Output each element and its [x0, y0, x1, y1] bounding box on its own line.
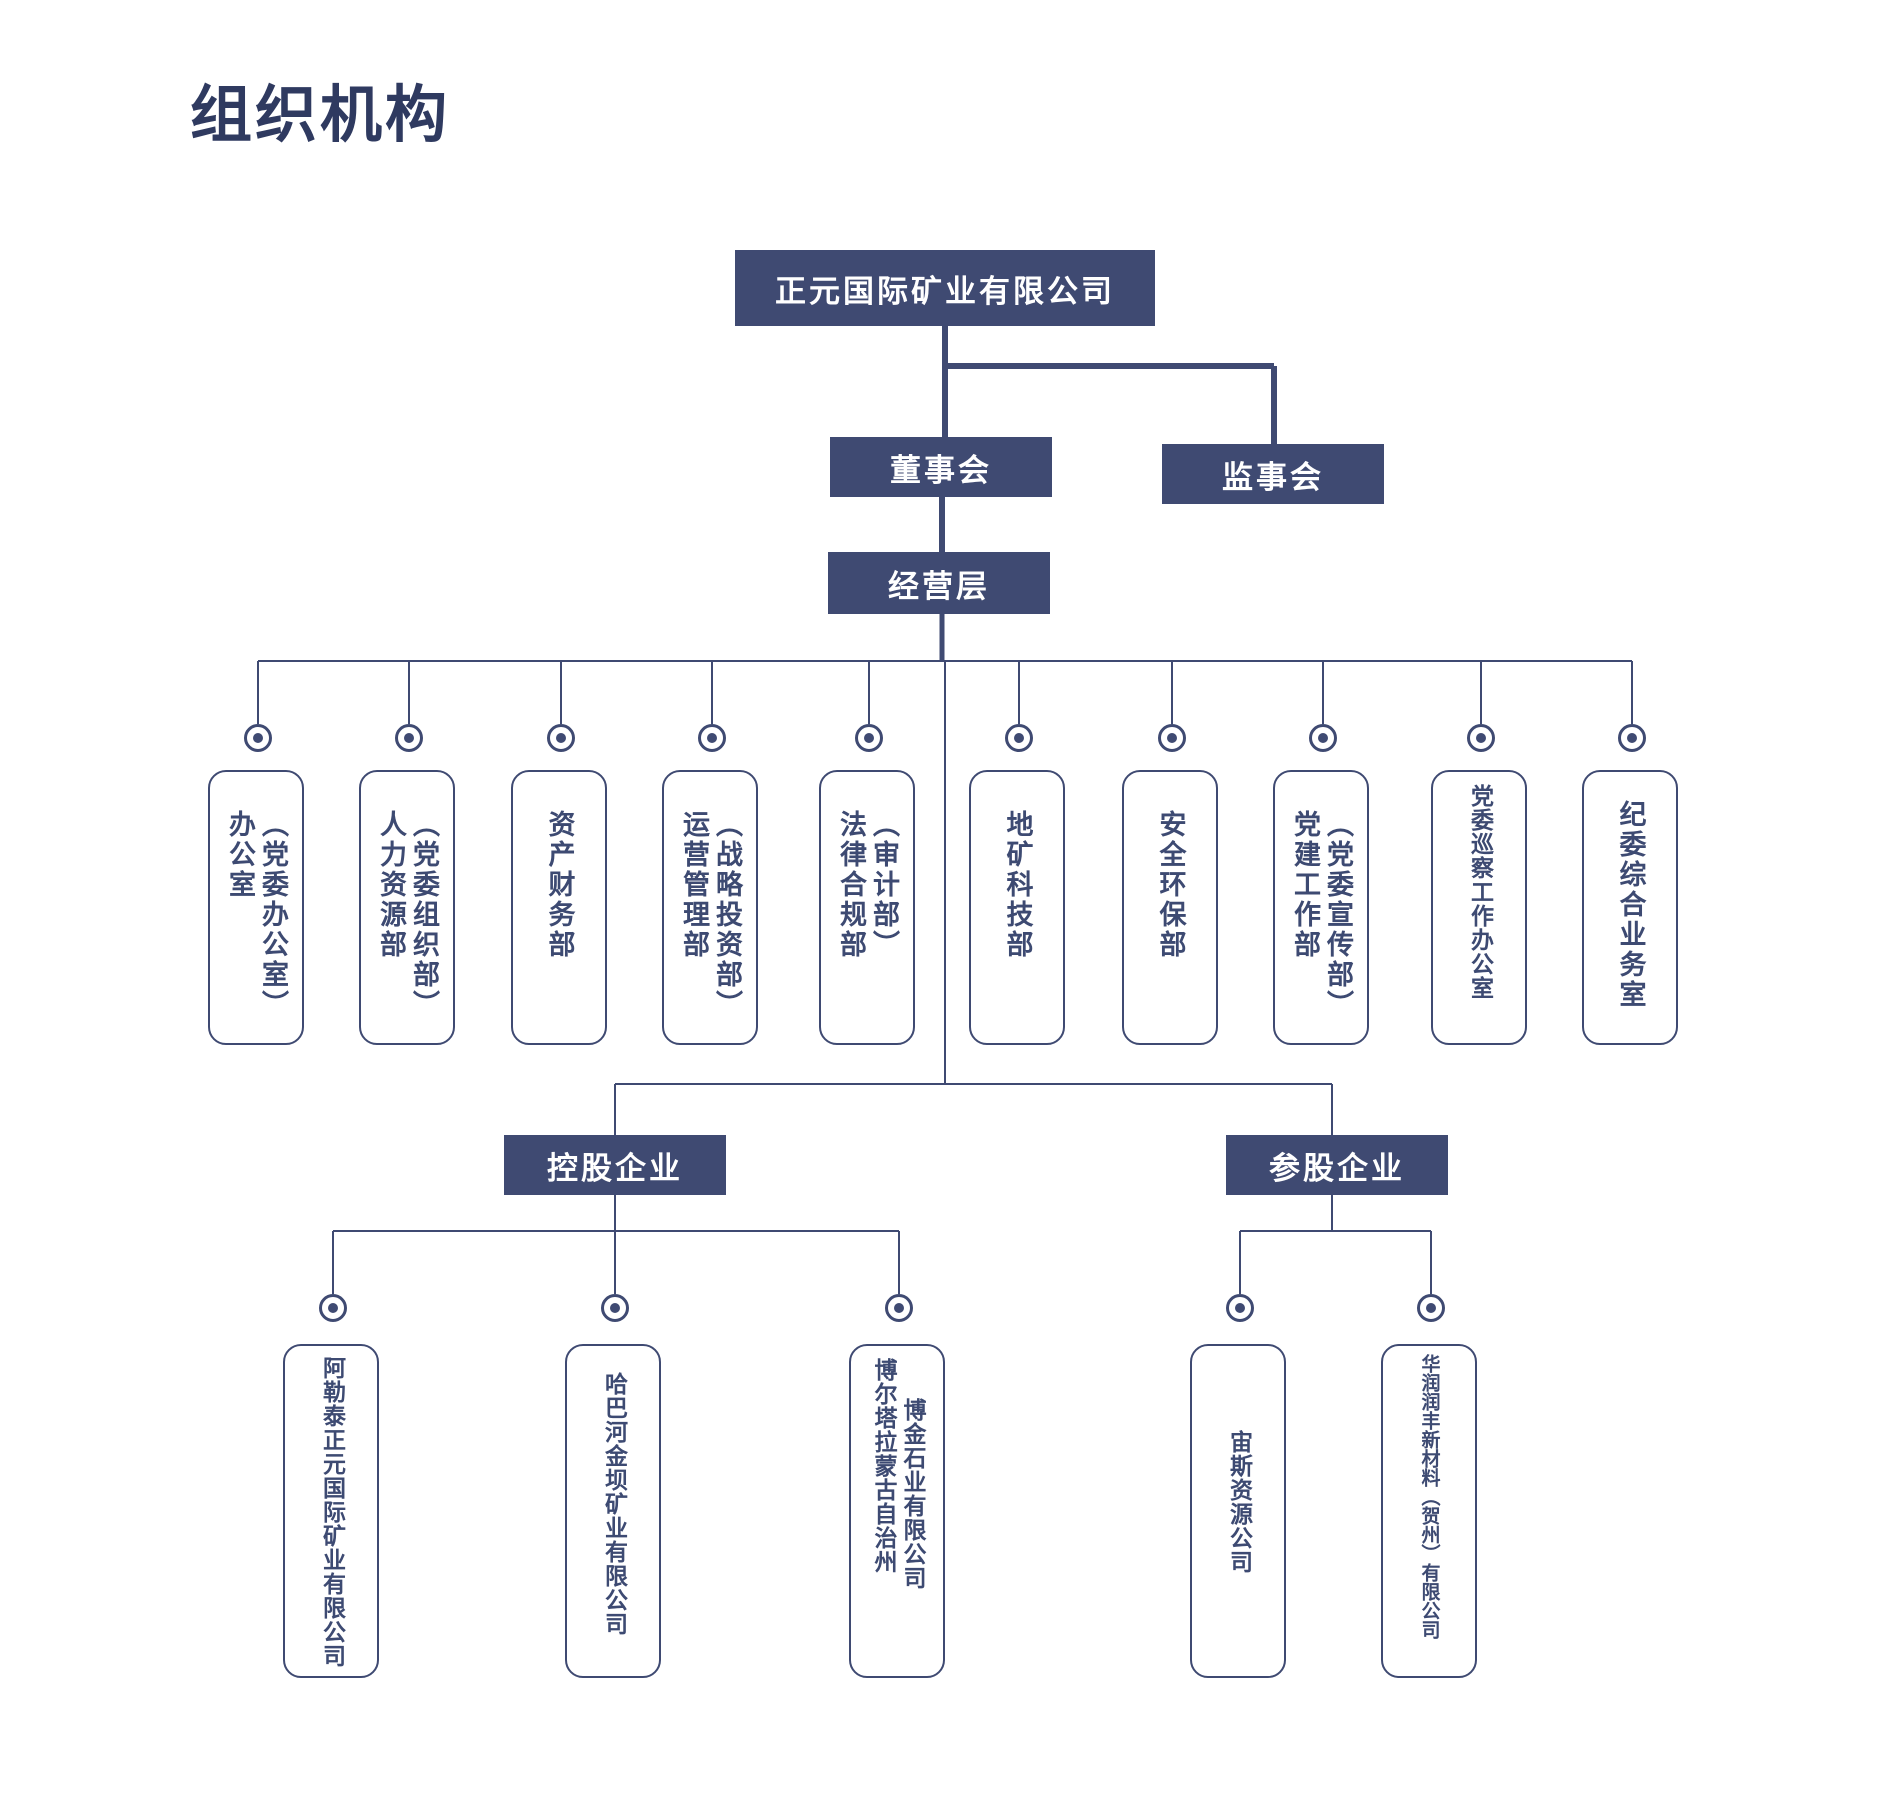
participating-company-pill: 华润润丰新材料（贺州）有限公司 [1381, 1344, 1477, 1678]
board-box: 董事会 [830, 437, 1052, 497]
department-label: 地矿科技部 [1001, 810, 1033, 960]
connector-dot [1417, 1294, 1445, 1322]
department-label: 人力资源部 [375, 810, 406, 960]
department-label: 安全环保部 [1154, 810, 1186, 960]
department-pill: 安全环保部 [1122, 770, 1218, 1045]
page-title: 组织机构 [190, 78, 451, 151]
company-label: 哈巴河金坝矿业有限公司 [600, 1372, 627, 1636]
holding-company-pill: 博金石业有限公司 博尔塔拉蒙古自治州 [849, 1344, 945, 1678]
department-label: （党委办公室） [257, 810, 288, 1020]
department-label: （审计部） [868, 810, 899, 960]
company-box: 正元国际矿业有限公司 [735, 250, 1155, 326]
holding-company-pill: 哈巴河金坝矿业有限公司 [565, 1344, 661, 1678]
holding-box: 控股企业 [504, 1135, 726, 1195]
participating-company-pill: 宙斯资源公司 [1190, 1344, 1286, 1678]
department-pill: 资产财务部 [511, 770, 607, 1045]
connector-dot [395, 724, 423, 752]
department-label: 党委巡察工作办公室 [1466, 784, 1493, 1000]
department-label: 法律合规部 [835, 810, 866, 960]
department-pill: （党委组织部） 人力资源部 [359, 770, 455, 1045]
connector-dot [1226, 1294, 1254, 1322]
department-label: 办公室 [224, 810, 255, 900]
connector-dot [885, 1294, 913, 1322]
department-pill: 党委巡察工作办公室 [1431, 770, 1527, 1045]
connector-dot [1309, 724, 1337, 752]
connector-dot [601, 1294, 629, 1322]
connector-dot [1618, 724, 1646, 752]
management-box: 经营层 [828, 552, 1050, 614]
department-pill: （党委办公室） 办公室 [208, 770, 304, 1045]
connector-dot [1158, 724, 1186, 752]
department-pill: （战略投资部） 运营管理部 [662, 770, 758, 1045]
department-label: （战略投资部） [711, 810, 742, 1020]
connector-dot [244, 724, 272, 752]
company-label: 华润润丰新材料（贺州）有限公司 [1418, 1354, 1441, 1639]
connector-dot [319, 1294, 347, 1322]
department-pill: 纪委综合业务室 [1582, 770, 1678, 1045]
connector-dot [547, 724, 575, 752]
department-label: 运营管理部 [678, 810, 709, 960]
department-pill: （党委宣传部） 党建工作部 [1273, 770, 1369, 1045]
holding-company-pill: 阿勒泰正元国际矿业有限公司 [283, 1344, 379, 1678]
company-label: 博尔塔拉蒙古自治州 [870, 1358, 896, 1574]
department-label: 资产财务部 [543, 810, 575, 960]
company-label: 宙斯资源公司 [1225, 1430, 1252, 1574]
department-label: （党委宣传部） [1322, 810, 1353, 1020]
department-label: 党建工作部 [1289, 810, 1320, 960]
department-label: （党委组织部） [408, 810, 439, 1020]
department-pill: （审计部） 法律合规部 [819, 770, 915, 1045]
company-label: 博金石业有限公司 [899, 1398, 925, 1590]
supervisory-box: 监事会 [1162, 444, 1384, 504]
department-label: 纪委综合业务室 [1614, 800, 1646, 1010]
connector-dot [855, 724, 883, 752]
company-label: 阿勒泰正元国际矿业有限公司 [318, 1356, 345, 1668]
department-pill: 地矿科技部 [969, 770, 1065, 1045]
connector-dot [698, 724, 726, 752]
connector-dot [1005, 724, 1033, 752]
connector-dot [1467, 724, 1495, 752]
participating-box: 参股企业 [1226, 1135, 1448, 1195]
